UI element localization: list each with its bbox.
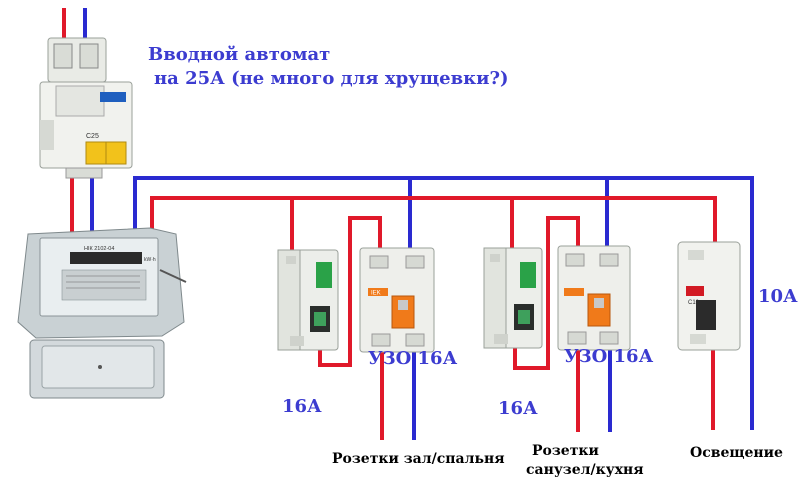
output-1-label: Розетки зал/спальня — [332, 451, 505, 467]
uzo2-toggle — [587, 293, 611, 327]
uzo1-toggle — [391, 295, 415, 329]
breaker1-rating-label: 16А — [282, 396, 322, 417]
lighting-rating-label: 10А — [758, 286, 798, 307]
output-2-label-line2: санузел/кухня — [526, 462, 644, 478]
breaker-16a-2 — [483, 247, 543, 349]
neutral-wires — [83, 8, 754, 440]
title-line-2: на 25А (не много для хрущевки?) — [154, 68, 509, 89]
breaker-16a-1 — [277, 249, 339, 351]
meter-display — [70, 252, 142, 264]
lighting-rating: C10 — [688, 300, 700, 306]
uzo-16a-1: IEK — [359, 247, 435, 353]
uzo2-label — [564, 288, 584, 296]
uzo1-rating-label: УЗО 16А — [368, 348, 458, 369]
title-line-1: Вводной автомат — [148, 44, 330, 65]
output-2-label-line1: Розетки — [532, 443, 599, 459]
phase-wires — [62, 8, 717, 440]
output-3-label: Освещение — [690, 445, 783, 461]
uzo2-rating-label: УЗО 16А — [564, 346, 654, 367]
main-breaker: C25 — [39, 37, 133, 179]
neutral-bus — [133, 176, 754, 430]
lighting-toggle — [696, 300, 716, 330]
phase-breaker1-to-uzo1 — [318, 216, 382, 367]
meter-unit: kW·h — [144, 257, 156, 263]
main-breaker-rating: C25 — [86, 133, 99, 140]
phase-breaker2-to-uzo2 — [513, 216, 580, 370]
phase-bus — [150, 196, 717, 245]
breaker2-rating-label: 16А — [498, 398, 538, 419]
uzo1-label — [368, 288, 388, 296]
breaker-10a-lighting: C10 — [677, 241, 741, 351]
uzo-16a-2 — [557, 245, 631, 351]
meter-model: НІК 2102-04 — [84, 246, 114, 252]
electricity-meter: НІК 2102-04 kW·h — [17, 227, 187, 399]
uzo1-brand: IEK — [371, 291, 381, 297]
